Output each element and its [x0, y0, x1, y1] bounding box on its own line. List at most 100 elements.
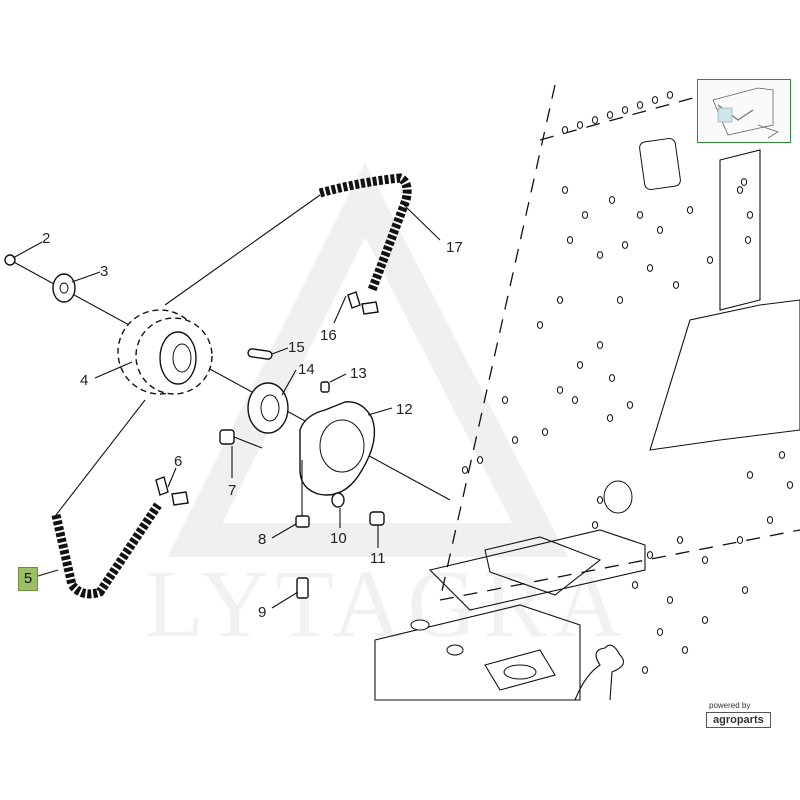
callout-10[interactable]: 10 — [330, 530, 347, 547]
frame-hole — [561, 186, 569, 194]
frame-hole — [778, 451, 786, 459]
frame-hole — [786, 481, 794, 489]
callout-17[interactable]: 17 — [446, 239, 463, 256]
agroparts-branding: powered by agroparts — [706, 701, 794, 735]
part-15-key — [247, 348, 273, 360]
part-14-bearing-inner — [260, 394, 280, 422]
frame-hole — [596, 496, 604, 504]
part-12-flange-bore — [319, 419, 365, 473]
callout-13[interactable]: 13 — [350, 365, 367, 382]
frame-hole — [746, 211, 754, 219]
frame-hole — [740, 178, 748, 186]
chain-lower-strand — [51, 502, 162, 599]
callout-14[interactable]: 14 — [298, 361, 315, 378]
frame-bracket — [649, 299, 800, 451]
callout-16[interactable]: 16 — [320, 327, 337, 344]
callout-9[interactable]: 9 — [258, 604, 266, 621]
frame-ring — [603, 480, 633, 514]
frame-hole — [561, 126, 569, 134]
chain-lower-tangent — [55, 399, 146, 516]
callout-3[interactable]: 3 — [100, 263, 108, 280]
frame-edge-left — [439, 84, 556, 601]
frame-hole — [636, 211, 644, 219]
frame-hole — [636, 101, 644, 109]
frame-hole — [566, 236, 574, 244]
callout-15[interactable]: 15 — [288, 339, 305, 356]
callout-5-highlighted[interactable]: 5 — [18, 567, 38, 591]
connecting-link-6 — [155, 476, 189, 506]
frame-hole — [621, 106, 629, 114]
frame-hole — [666, 596, 674, 604]
frame-hole — [701, 556, 709, 564]
frame-hole — [676, 536, 684, 544]
callout-11[interactable]: 11 — [370, 550, 386, 567]
shaft-axis — [9, 259, 451, 501]
lever — [574, 644, 625, 701]
callout-8[interactable]: 8 — [258, 531, 266, 548]
frame-hole — [541, 428, 549, 436]
frame-hole — [646, 264, 654, 272]
callout-7[interactable]: 7 — [228, 482, 236, 499]
part-8-nut — [295, 515, 310, 528]
frame-hole — [666, 91, 674, 99]
frame-hole — [656, 226, 664, 234]
part-11-nut — [369, 511, 385, 526]
frame-hole — [621, 241, 629, 249]
part-10-washer — [331, 492, 345, 508]
frame-hole — [511, 436, 519, 444]
frame-hole — [556, 296, 564, 304]
part-9-bolt — [296, 577, 309, 599]
frame-plate-right — [719, 149, 761, 311]
frame-hole — [591, 116, 599, 124]
frame-hole — [706, 256, 714, 264]
frame-edge-lower — [439, 529, 800, 601]
part-7-bolt-head — [219, 429, 235, 445]
frame-hole — [581, 211, 589, 219]
frame-hole — [626, 401, 634, 409]
frame-hole — [476, 456, 484, 464]
frame-hole — [646, 551, 654, 559]
chain-upper-tangent — [164, 194, 321, 306]
frame-hole — [591, 521, 599, 529]
frame-hole — [596, 251, 604, 259]
frame-hole — [596, 341, 604, 349]
frame-hole — [736, 536, 744, 544]
frame-hole — [766, 516, 774, 524]
base-plate-hole-3 — [503, 664, 537, 680]
base-plate-tab — [484, 649, 556, 691]
frame-hole — [744, 236, 752, 244]
frame-hole — [606, 111, 614, 119]
frame-slot — [639, 138, 681, 190]
callout-4[interactable]: 4 — [80, 372, 88, 389]
chain-upper-strand — [318, 173, 412, 292]
overview-thumbnail-drawing — [712, 87, 779, 139]
watermark-text: LYTAGRA — [145, 550, 629, 657]
callout-6[interactable]: 6 — [174, 453, 182, 470]
frame-hole — [631, 581, 639, 589]
frame-hole — [616, 296, 624, 304]
base-plate-hole-2 — [446, 644, 464, 656]
callout-2[interactable]: 2 — [42, 230, 50, 247]
frame-hole — [606, 414, 614, 422]
part-4-sprocket — [117, 309, 213, 395]
part-7-bolt-shank — [233, 436, 263, 449]
frame-hole — [571, 396, 579, 404]
base-plate-slot — [484, 536, 602, 596]
callout-12[interactable]: 12 — [396, 401, 413, 418]
frame-hole — [672, 281, 680, 289]
part-13-grease-nipple — [320, 381, 330, 393]
frame-holes — [461, 91, 794, 674]
frame-hole — [651, 96, 659, 104]
frame-hole — [741, 586, 749, 594]
base-plate-hole-1 — [410, 619, 430, 631]
frame-hole — [556, 386, 564, 394]
frame-hole — [576, 361, 584, 369]
overview-thumbnail[interactable] — [697, 79, 791, 143]
part-3-washer-hole — [59, 282, 69, 294]
leader-lines — [12, 204, 441, 609]
frame-hole — [656, 628, 664, 636]
frame-hole — [701, 616, 709, 624]
frame-hole — [681, 646, 689, 654]
